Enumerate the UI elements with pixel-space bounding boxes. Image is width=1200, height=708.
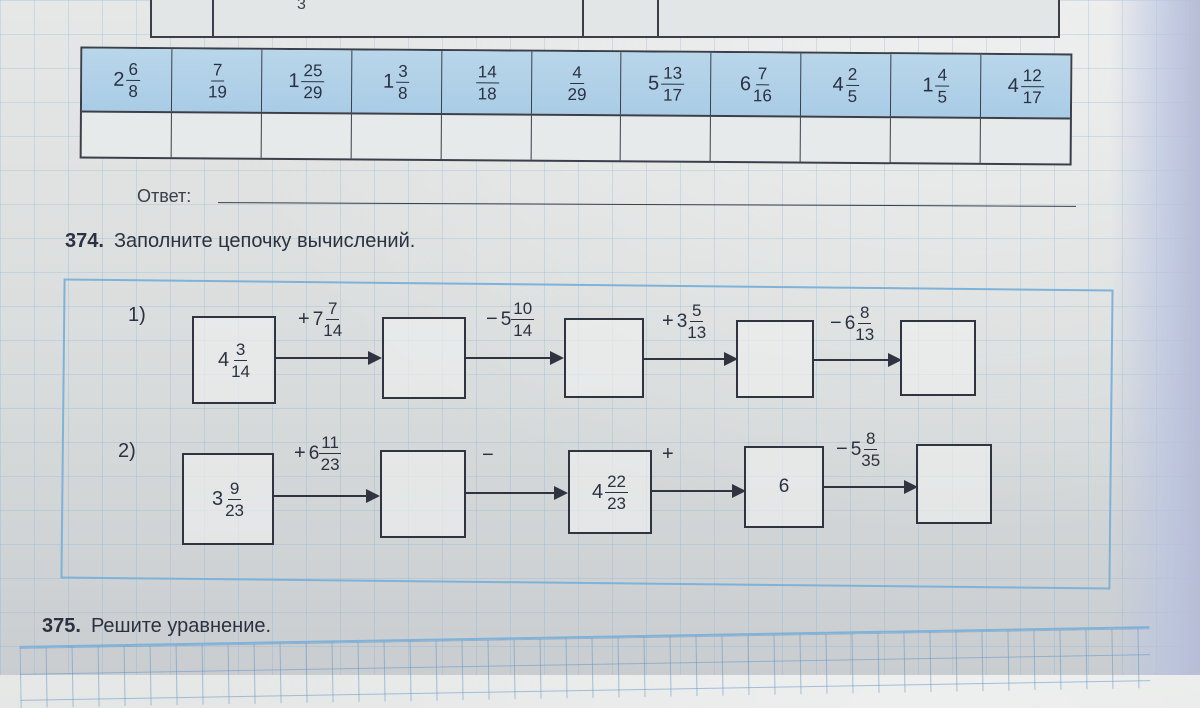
arrow (644, 352, 738, 366)
answer-cell[interactable] (709, 116, 801, 162)
chain-1-answer-box-3[interactable] (736, 320, 814, 398)
arrow (466, 351, 564, 365)
arrow (814, 353, 902, 367)
task-title: Решите уравнение. (90, 615, 272, 637)
task-number: 375. (42, 615, 81, 637)
answer-cell[interactable] (620, 116, 711, 161)
task-title: Заполните цепочку вычислений. (113, 230, 416, 252)
answer-cell[interactable] (889, 118, 980, 163)
chain-2-op-3: + (662, 443, 674, 465)
answer-cell[interactable] (82, 113, 171, 158)
task-375-heading: 375. Решите уравнение. (42, 615, 271, 638)
arrow (274, 489, 380, 503)
arrow (652, 484, 746, 498)
arrow (276, 351, 382, 365)
chain-1-answer-box-4[interactable] (900, 320, 976, 396)
answer-cell[interactable] (170, 113, 261, 158)
chain-2-answer-box-1[interactable] (380, 450, 466, 538)
answer-label: Ответ: (137, 186, 192, 206)
answer-cell[interactable] (979, 118, 1070, 164)
chain-2-label: 2) (118, 440, 136, 462)
answer-cell[interactable] (530, 115, 621, 161)
task-number: 374. (65, 230, 104, 252)
chain-1-label: 1) (128, 304, 146, 326)
box-value: 6 (778, 476, 790, 497)
page-edge (1110, 0, 1200, 675)
chain-2-op-2: − (482, 444, 494, 466)
answer-cell[interactable] (440, 115, 531, 160)
chain-1-answer-box-2[interactable] (564, 318, 644, 398)
chain-1-answer-box-1[interactable] (382, 317, 466, 399)
previous-table: 3 (150, 0, 1060, 38)
arrow (824, 480, 918, 494)
answer-cell[interactable] (350, 114, 441, 160)
answer-row (82, 113, 1070, 164)
task-374-heading: 374. Заполните цепочку вычислений. (65, 230, 415, 253)
chain-2-box-4: 6 (744, 446, 824, 528)
answer-cell[interactable] (799, 117, 891, 163)
chain-2-answer-box-4[interactable] (916, 444, 992, 524)
table-cell-text: 3 (297, 0, 306, 13)
arrow (466, 486, 568, 500)
answer-cell[interactable] (260, 113, 351, 159)
